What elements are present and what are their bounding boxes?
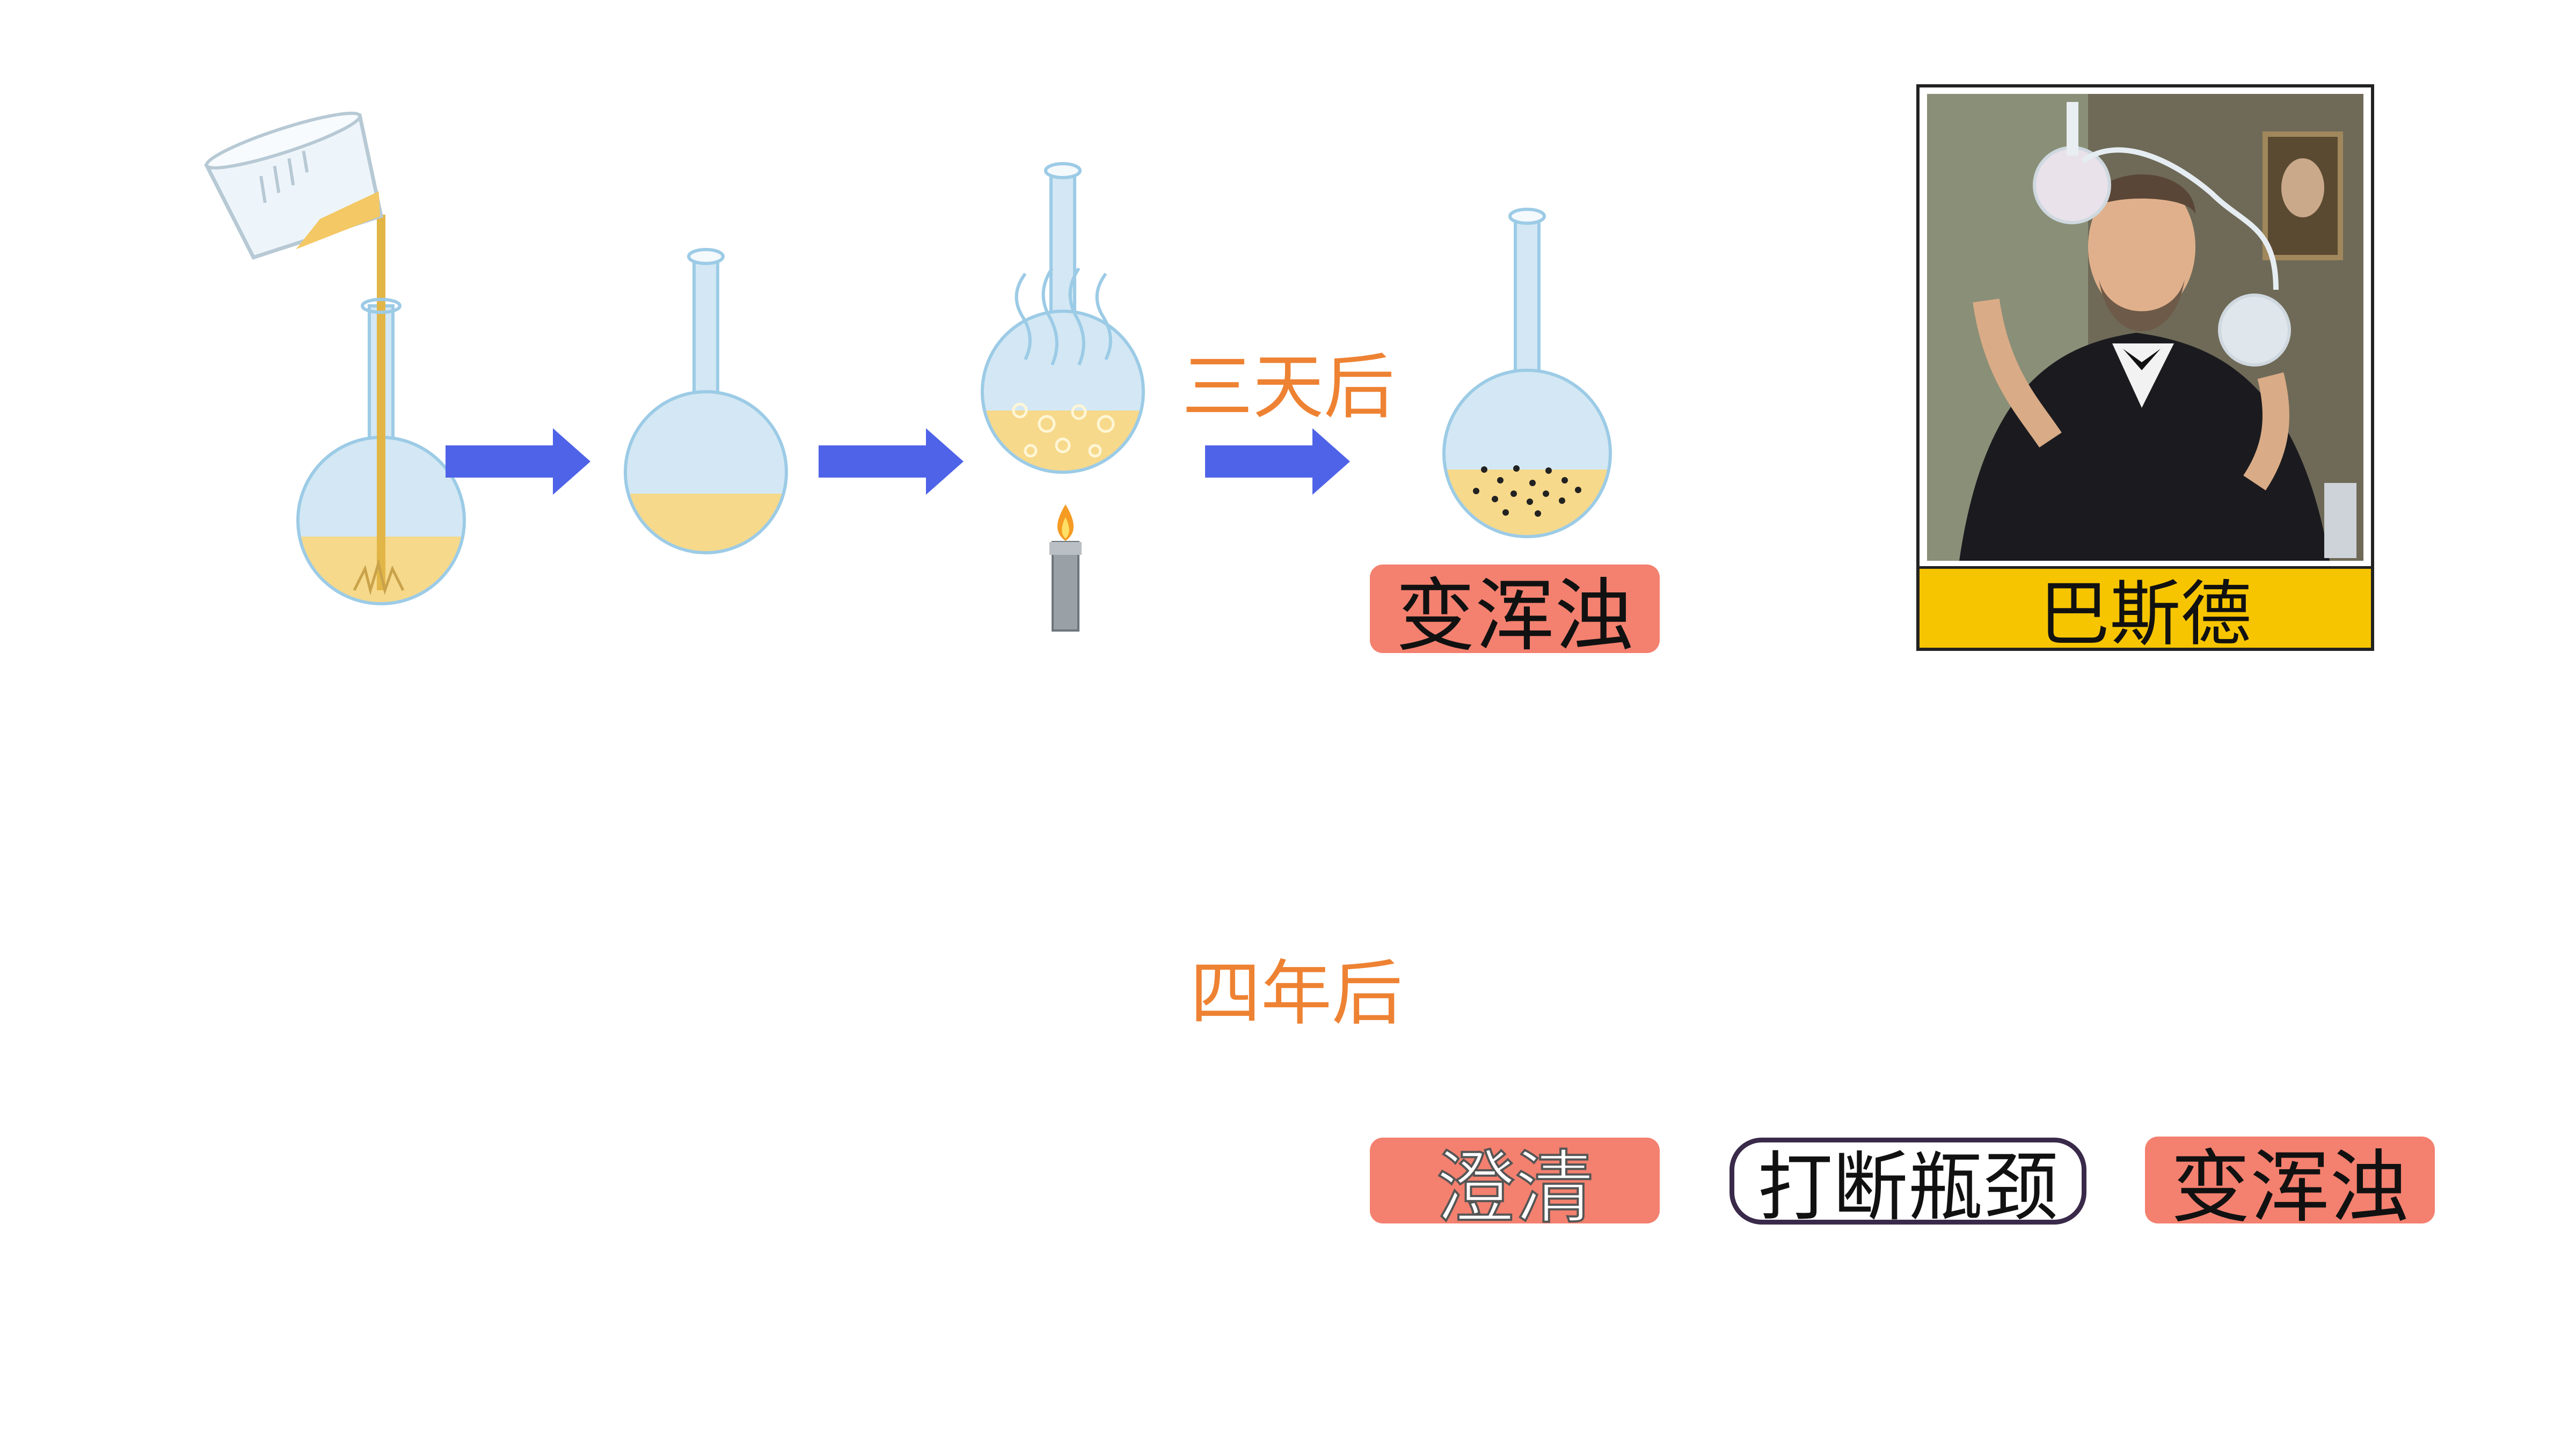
row1-result-badge: 变浑浊 bbox=[1370, 565, 1660, 662]
row2-clear-badge: 澄清 bbox=[1370, 1138, 1660, 1235]
portrait-frame bbox=[1916, 84, 2374, 651]
row2-step-label: 四年后 bbox=[1190, 952, 1403, 1035]
row2-result-badge: 变浑浊 bbox=[2145, 1137, 2435, 1234]
row1-pour-flask bbox=[295, 215, 467, 612]
portrait-caption: 巴斯德 bbox=[1920, 566, 2371, 656]
row1-burner-icon bbox=[1048, 503, 1083, 632]
row1-arrow-1 bbox=[446, 428, 590, 495]
row1-flask-2 bbox=[624, 248, 788, 554]
row1-step-label: 三天后 bbox=[1182, 346, 1395, 429]
row1-arrow-3 bbox=[1205, 428, 1350, 495]
row1-beaker-icon bbox=[203, 105, 391, 262]
row2-action-badge: 打断瓶颈 bbox=[1730, 1138, 2086, 1232]
row1-boiling-flask bbox=[981, 162, 1145, 474]
row1-arrow-2 bbox=[819, 428, 964, 495]
row1-cloudy-flask bbox=[1442, 208, 1612, 538]
